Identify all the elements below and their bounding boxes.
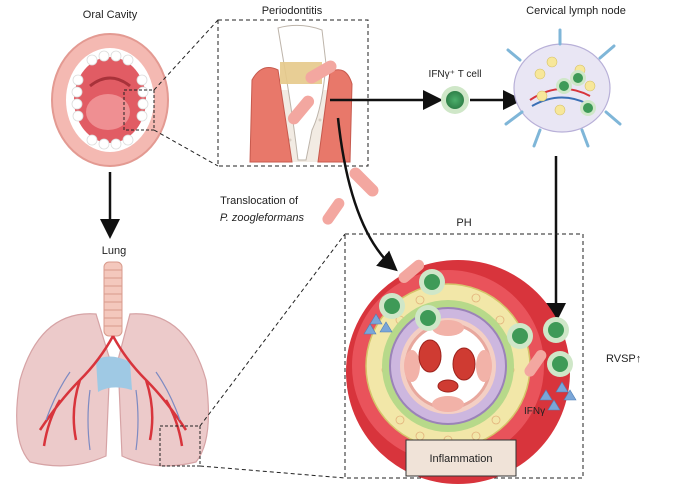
- cervical-lymph-node-label: Cervical lymph node: [526, 5, 626, 17]
- inflammation-box: Inflammation: [405, 439, 517, 477]
- ifn-t-cell: [441, 86, 469, 114]
- vessel-cross-section: [346, 260, 570, 484]
- ifng-label: IFNγ: [524, 406, 545, 417]
- ph-bacteria: [398, 259, 547, 377]
- periodontitis-label: Periodontitis: [262, 5, 323, 17]
- lung-illustration: [16, 261, 210, 467]
- zoom-line-lung-upper: [199, 233, 346, 427]
- ifn-gamma-triangles: [363, 313, 577, 411]
- translocation-label-line1: Translocation of: [220, 195, 299, 207]
- periodontitis-box: [217, 19, 369, 167]
- lung-label: Lung: [102, 245, 126, 257]
- zoom-line-lower: [153, 129, 219, 167]
- bacterium-translocating: [349, 167, 379, 197]
- zoom-line-upper: [153, 19, 219, 91]
- rvsp-label: RVSP↑: [606, 353, 641, 365]
- ph-t-cells: [379, 269, 573, 377]
- inflammation-label: Inflammation: [430, 453, 493, 465]
- translocation-label-line2: P. zoogleformans: [220, 212, 305, 224]
- oral-cavity-label: Oral Cavity: [83, 9, 138, 21]
- arrow-to-ph: [336, 117, 398, 272]
- ph-box: [344, 233, 584, 479]
- ifn-t-cell-label: IFNγ⁺ T cell: [429, 69, 482, 80]
- oral-cavity-illustration: [51, 33, 169, 167]
- periodontitis-tooth-illustration: [249, 24, 353, 163]
- bacterium-translocating-2: [322, 198, 345, 225]
- zoom-line-lung-lower: [199, 465, 346, 479]
- ph-label: PH: [456, 217, 471, 229]
- lymph-node-illustration: [504, 28, 622, 148]
